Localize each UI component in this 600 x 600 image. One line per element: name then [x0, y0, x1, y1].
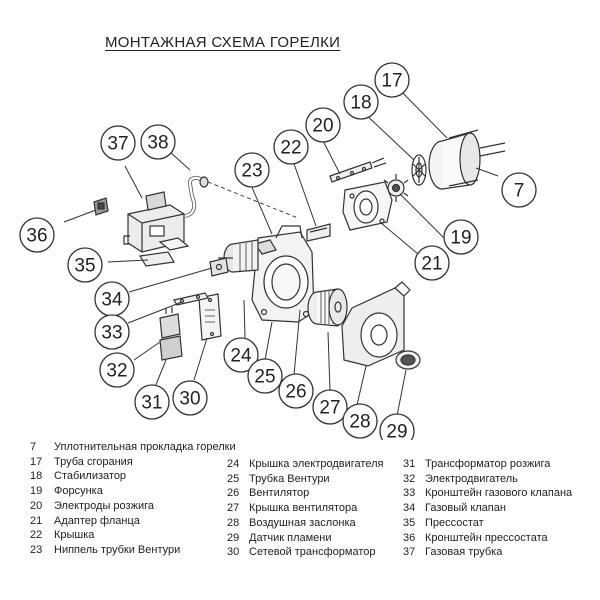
- callout-circle-23: [234, 152, 270, 188]
- callout-34: 34: [101, 290, 123, 311]
- burner-housing-part: [251, 225, 315, 323]
- fan-cover-part: [341, 281, 411, 367]
- gas-valve-bracket-part: [173, 292, 209, 306]
- callout-37: 37: [107, 134, 128, 155]
- mains-transformer-part: [198, 293, 222, 341]
- callout-circle-28: [342, 403, 378, 439]
- callout-circle-19: [443, 219, 479, 255]
- gas-valve-assembly-part: [123, 191, 190, 253]
- callout-7: 7: [514, 181, 525, 202]
- callout-38: 38: [147, 133, 168, 154]
- ignition-transformer-part: [159, 307, 183, 361]
- fan-part: [307, 288, 348, 327]
- flame-sensor-part: [395, 350, 421, 370]
- callout-19: 19: [450, 228, 471, 249]
- callout-35: 35: [74, 256, 95, 277]
- stabilizer-part: [411, 154, 427, 186]
- callout-circle-24: [223, 337, 259, 373]
- callout-22: 22: [280, 138, 301, 159]
- gas-valve-part: [209, 257, 229, 277]
- callout-circle-31: [134, 384, 170, 420]
- callout-25: 25: [254, 367, 275, 388]
- callout-29: 29: [386, 422, 407, 441]
- callout-36: 36: [26, 226, 47, 247]
- callout-circle-33: [94, 314, 130, 350]
- callout-31: 31: [141, 393, 162, 414]
- callout-26: 26: [285, 382, 306, 403]
- callout-28: 28: [349, 412, 370, 433]
- callout-circle-32: [99, 352, 135, 388]
- cover-part: [306, 223, 331, 242]
- flange-adapter-part: [342, 181, 393, 231]
- diagram-title: МОНТАЖНАЯ СХЕМА ГОРЕЛКИ: [105, 34, 341, 51]
- callout-30: 30: [179, 389, 200, 410]
- combustion-tube-part: [428, 129, 506, 190]
- callout-circle-25: [247, 358, 283, 394]
- pressostat-bracket-part: [93, 197, 109, 216]
- burner-assembly-diagram: 17 18 20 22 23 37 38 7 19 21 36 35 34 33…: [19, 62, 537, 441]
- callout-circle-18: [343, 84, 379, 120]
- callout-circle-17: [374, 62, 410, 98]
- leader-lines: [63, 81, 499, 417]
- gas-tube-part: [184, 175, 299, 219]
- motor-part: [218, 239, 259, 273]
- callout-circle-29: [379, 413, 415, 440]
- callout-20: 20: [312, 116, 333, 137]
- ignition-electrodes-part: [329, 157, 387, 183]
- callout-circles: [19, 62, 537, 440]
- callout-33: 33: [101, 323, 122, 344]
- callout-18: 18: [350, 93, 371, 114]
- callout-circle-35: [67, 247, 103, 283]
- callout-circle-26: [278, 373, 314, 409]
- callout-24: 24: [230, 346, 252, 367]
- pressostat-part: [139, 251, 175, 267]
- callout-circle-22: [273, 129, 309, 165]
- callout-27: 27: [319, 398, 340, 419]
- callout-circle-27: [312, 389, 348, 425]
- callout-17: 17: [381, 71, 402, 92]
- callout-23: 23: [241, 161, 262, 182]
- callout-circle-21: [414, 245, 450, 281]
- callout-circle-7: [501, 172, 537, 208]
- callout-circle-37: [100, 125, 136, 161]
- callout-21: 21: [421, 254, 442, 275]
- callout-circle-30: [172, 380, 208, 416]
- callout-circle-36: [19, 217, 55, 253]
- callout-circle-20: [305, 107, 341, 143]
- callout-32: 32: [106, 361, 127, 382]
- callout-circle-38: [140, 124, 176, 160]
